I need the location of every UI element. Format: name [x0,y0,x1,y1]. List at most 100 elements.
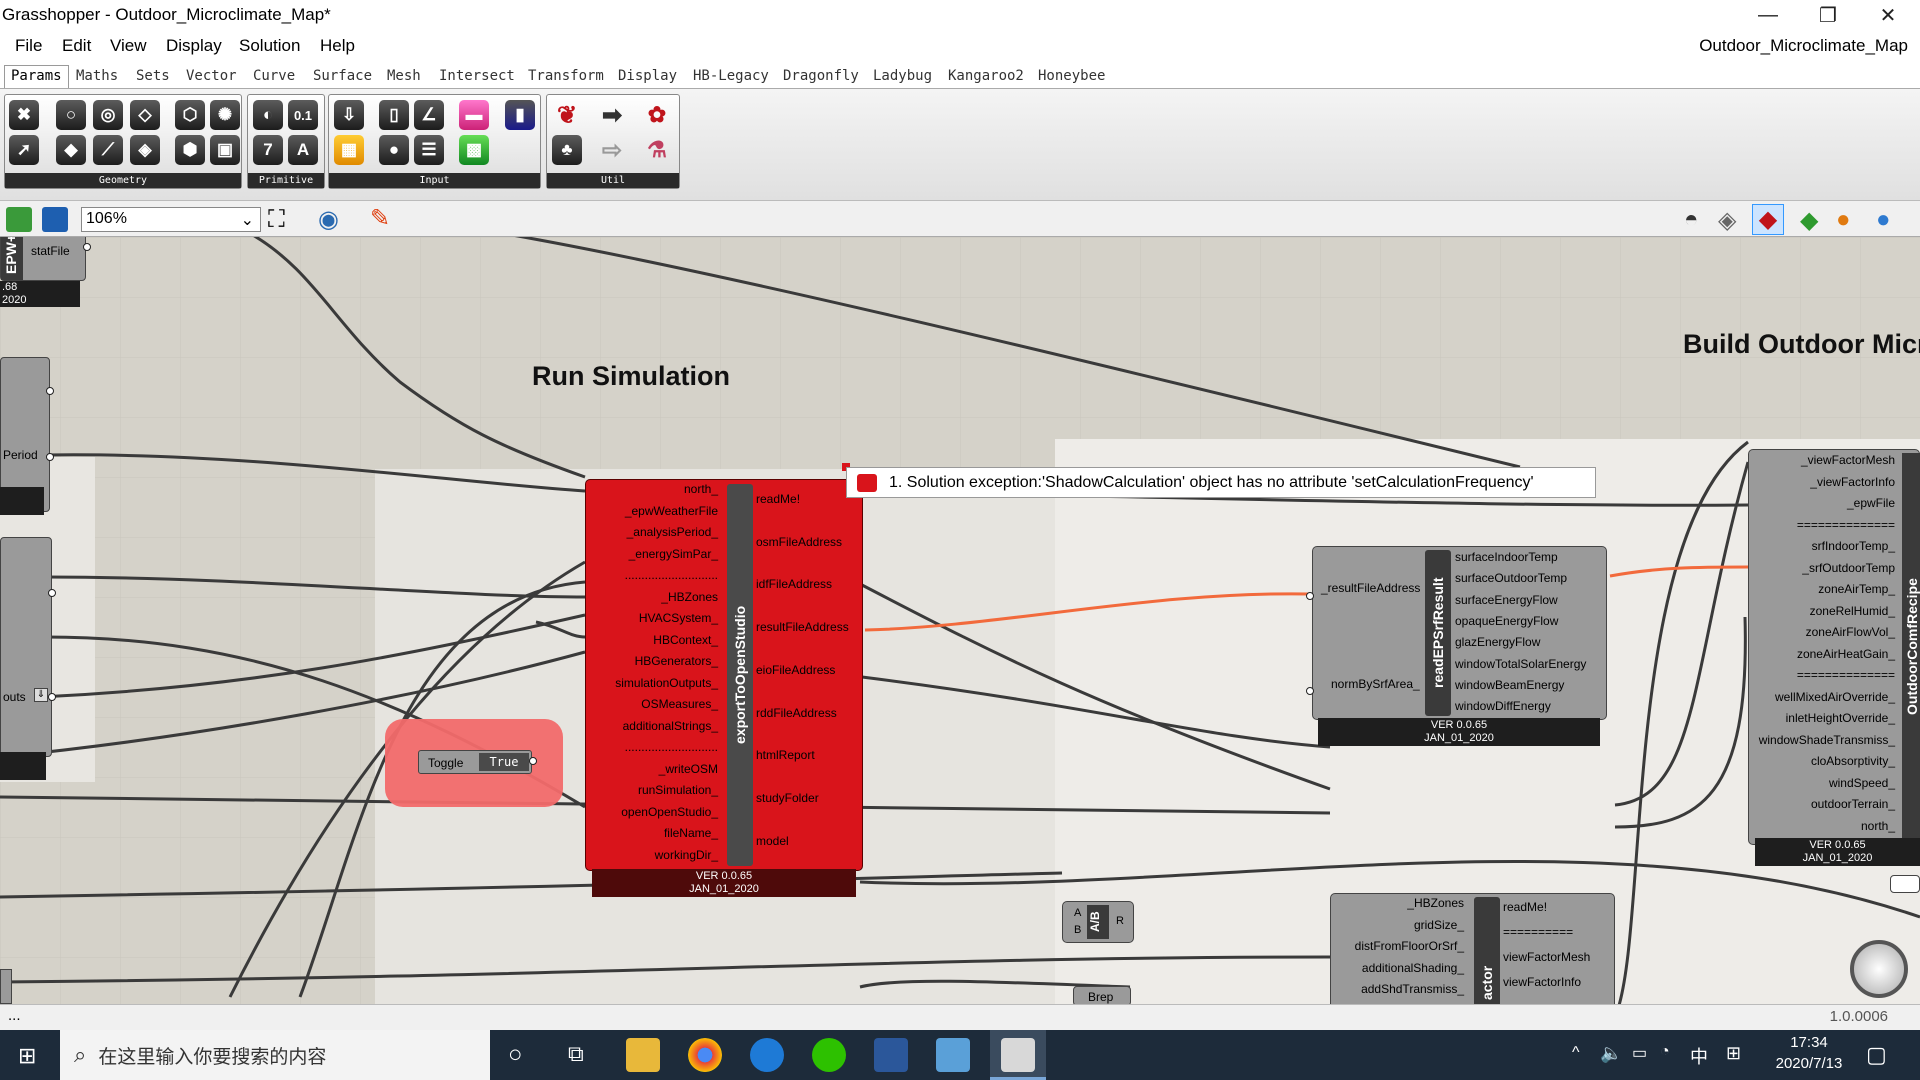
tab-kangaroo2[interactable]: Kangaroo2 [948,68,1024,84]
output-pin[interactable] [529,757,537,765]
number-param-icon[interactable]: 0.1 [288,100,318,130]
tab-maths[interactable]: Maths [76,68,119,84]
plane-param-icon[interactable]: ◆ [56,135,86,165]
epw-node[interactable]: EPW+STA epwFile statFile [0,237,86,281]
toggle-value[interactable]: True [479,753,529,771]
tab-transform[interactable]: Transform [528,68,604,84]
output-pin[interactable] [46,453,54,461]
battery-icon[interactable]: ▭ [1632,1045,1648,1062]
cherry-icon[interactable]: ❦ [556,101,578,129]
menu-solution[interactable]: Solution [239,36,301,55]
file-explorer-icon[interactable] [626,1038,660,1072]
menu-file[interactable]: File [15,36,43,55]
read-ep-srf-result-node[interactable]: readEPSrfResult _resultFileAddress normB… [1312,546,1607,734]
tab-params[interactable]: Params [4,65,69,88]
display-sphere-icon[interactable]: ● [1876,206,1891,233]
analysis-period-node[interactable]: Period [0,357,50,512]
tab-hb-legacy[interactable]: HB-Legacy [693,68,769,84]
zoom-extents-icon[interactable]: ⛶ [268,206,285,233]
cortana-icon[interactable]: ○ [508,1041,523,1068]
button-icon[interactable]: ● [379,135,409,165]
boolean-toggle[interactable]: Toggle True [418,750,532,774]
arc-param-icon[interactable]: ◎ [93,100,123,130]
bottom-left-node[interactable] [0,969,12,1004]
windows-start-icon[interactable]: ⊞ [18,1043,37,1068]
text-param-icon[interactable]: A [288,135,318,165]
chrome-icon[interactable] [688,1038,722,1072]
input-pin[interactable] [1306,687,1314,695]
edge-icon[interactable] [750,1038,784,1072]
boolean-param-icon[interactable]: ◐ [253,100,283,130]
panel-node[interactable] [1890,875,1920,893]
open-file-icon[interactable] [6,207,32,232]
ime-indicator[interactable]: 中 [1690,1047,1708,1067]
dial-node[interactable] [1850,940,1908,998]
shaded-preview-icon[interactable]: ● [1836,206,1851,233]
preview-eye-icon[interactable]: ◉ [318,206,339,233]
vector-param-icon[interactable]: ➚ [9,135,39,165]
output-pin[interactable] [46,387,54,395]
tab-dragonfly[interactable]: Dragonfly [783,68,859,84]
output-pin[interactable] [83,243,91,251]
output-pin[interactable] [48,589,56,597]
speaker-icon[interactable]: 🔈 [1600,1043,1623,1063]
circle-param-icon[interactable]: ○ [56,100,86,130]
list-icon[interactable]: ⇓ [34,688,48,702]
clock-time[interactable]: 17:34 [1790,1034,1828,1051]
close-button[interactable]: ✕ [1879,4,1897,27]
value-list-icon[interactable]: ☰ [414,135,444,165]
taskbar-search[interactable]: ⌕ 在这里输入你要搜索的内容 [60,1030,490,1080]
save-file-icon[interactable] [42,207,68,232]
wechat-icon[interactable] [812,1038,846,1072]
gradient-icon[interactable]: ▬ [459,100,489,130]
pixel-grid-icon[interactable]: ▩ [459,135,489,165]
tab-ladybug[interactable]: Ladybug [873,68,933,84]
selected-preview-icon[interactable]: ◆ [1752,204,1784,235]
tree-icon[interactable]: ♣ [552,135,582,165]
notification-icon[interactable]: ▢ [1866,1042,1887,1067]
slider-icon[interactable]: ▯ [379,100,409,130]
flask-icon[interactable]: ⚗ [647,137,667,162]
grasshopper-canvas[interactable]: Run Simulation Build Outdoor Micr EPW+ST… [0,237,1920,1004]
tab-intersect[interactable]: Intersect [439,68,515,84]
sketch-pen-icon[interactable]: ✎ [370,205,391,232]
wifi-icon[interactable]: ◔ [1660,1043,1670,1060]
input-pin[interactable] [1306,592,1314,600]
graph-mapper-icon[interactable]: ∠ [414,100,444,130]
panel-icon[interactable]: ▮ [505,100,535,130]
brep-param-icon[interactable]: ⬢ [175,135,205,165]
menu-help[interactable]: Help [320,36,355,55]
rhino-taskbar-button[interactable] [990,1030,1046,1080]
word-icon[interactable] [874,1038,908,1072]
arrow-hollow-icon[interactable]: ⇨ [601,136,623,164]
line-param-icon[interactable]: ⟋ [93,135,123,165]
menu-display[interactable]: Display [166,36,222,55]
tab-display[interactable]: Display [618,68,678,84]
preview-mode-icon[interactable]: ◓ [1684,206,1699,233]
keyboard-grid-icon[interactable]: ⊞ [1726,1043,1742,1063]
preview-selected-icon[interactable]: ◆ [1800,207,1819,234]
image-sampler-icon[interactable]: ▦ [334,135,364,165]
division-node[interactable]: A B A/B R [1062,901,1134,943]
tab-sets[interactable]: Sets [136,68,170,84]
import-icon[interactable]: ⇩ [334,100,364,130]
clock-date[interactable]: 2020/7/13 [1775,1055,1843,1072]
menu-view[interactable]: View [110,36,147,55]
curve-param-icon[interactable]: ◇ [130,100,160,130]
brep-param-node[interactable]: Brep [1073,986,1131,1004]
tab-honeybee[interactable]: Honeybee [1038,68,1106,84]
point-param-icon[interactable]: ✖ [9,100,39,130]
chevron-up-icon[interactable]: ^ [1572,1044,1580,1061]
menu-edit[interactable]: Edit [62,36,92,55]
fitness-icon[interactable]: ✿ [647,102,667,127]
integer-param-icon[interactable]: 7 [253,135,283,165]
mesh-param-icon[interactable]: ✺ [210,100,240,130]
outputs-node[interactable]: outs ⇓ [0,537,52,757]
tab-curve[interactable]: Curve [253,68,296,84]
tab-surface[interactable]: Surface [313,68,373,84]
task-view-icon[interactable]: ⧉ [568,1041,584,1066]
tab-mesh[interactable]: Mesh [387,68,421,84]
minimize-button[interactable]: — [1758,3,1778,26]
outdoor-comf-recipe-node[interactable]: OutdoorComfRecipe _viewFactorMesh_viewFa… [1748,449,1920,845]
